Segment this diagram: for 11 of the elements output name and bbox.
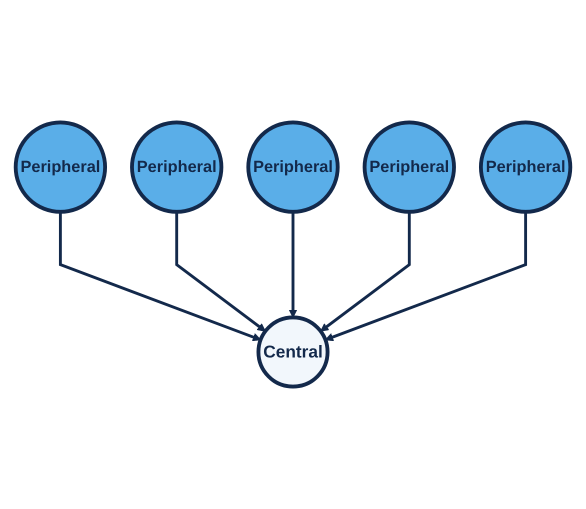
arrow [58, 212, 262, 342]
node-circle: Peripheral [130, 120, 224, 214]
node-circle: Central [256, 316, 330, 388]
node-circle: Peripheral [362, 120, 456, 214]
arrow [288, 212, 298, 318]
arrow [175, 212, 266, 332]
node-circle: Peripheral [246, 120, 340, 214]
arrow [320, 212, 411, 332]
arrow [324, 212, 528, 342]
node-circle: Peripheral [478, 120, 572, 214]
node-circle: Peripheral [14, 120, 108, 214]
